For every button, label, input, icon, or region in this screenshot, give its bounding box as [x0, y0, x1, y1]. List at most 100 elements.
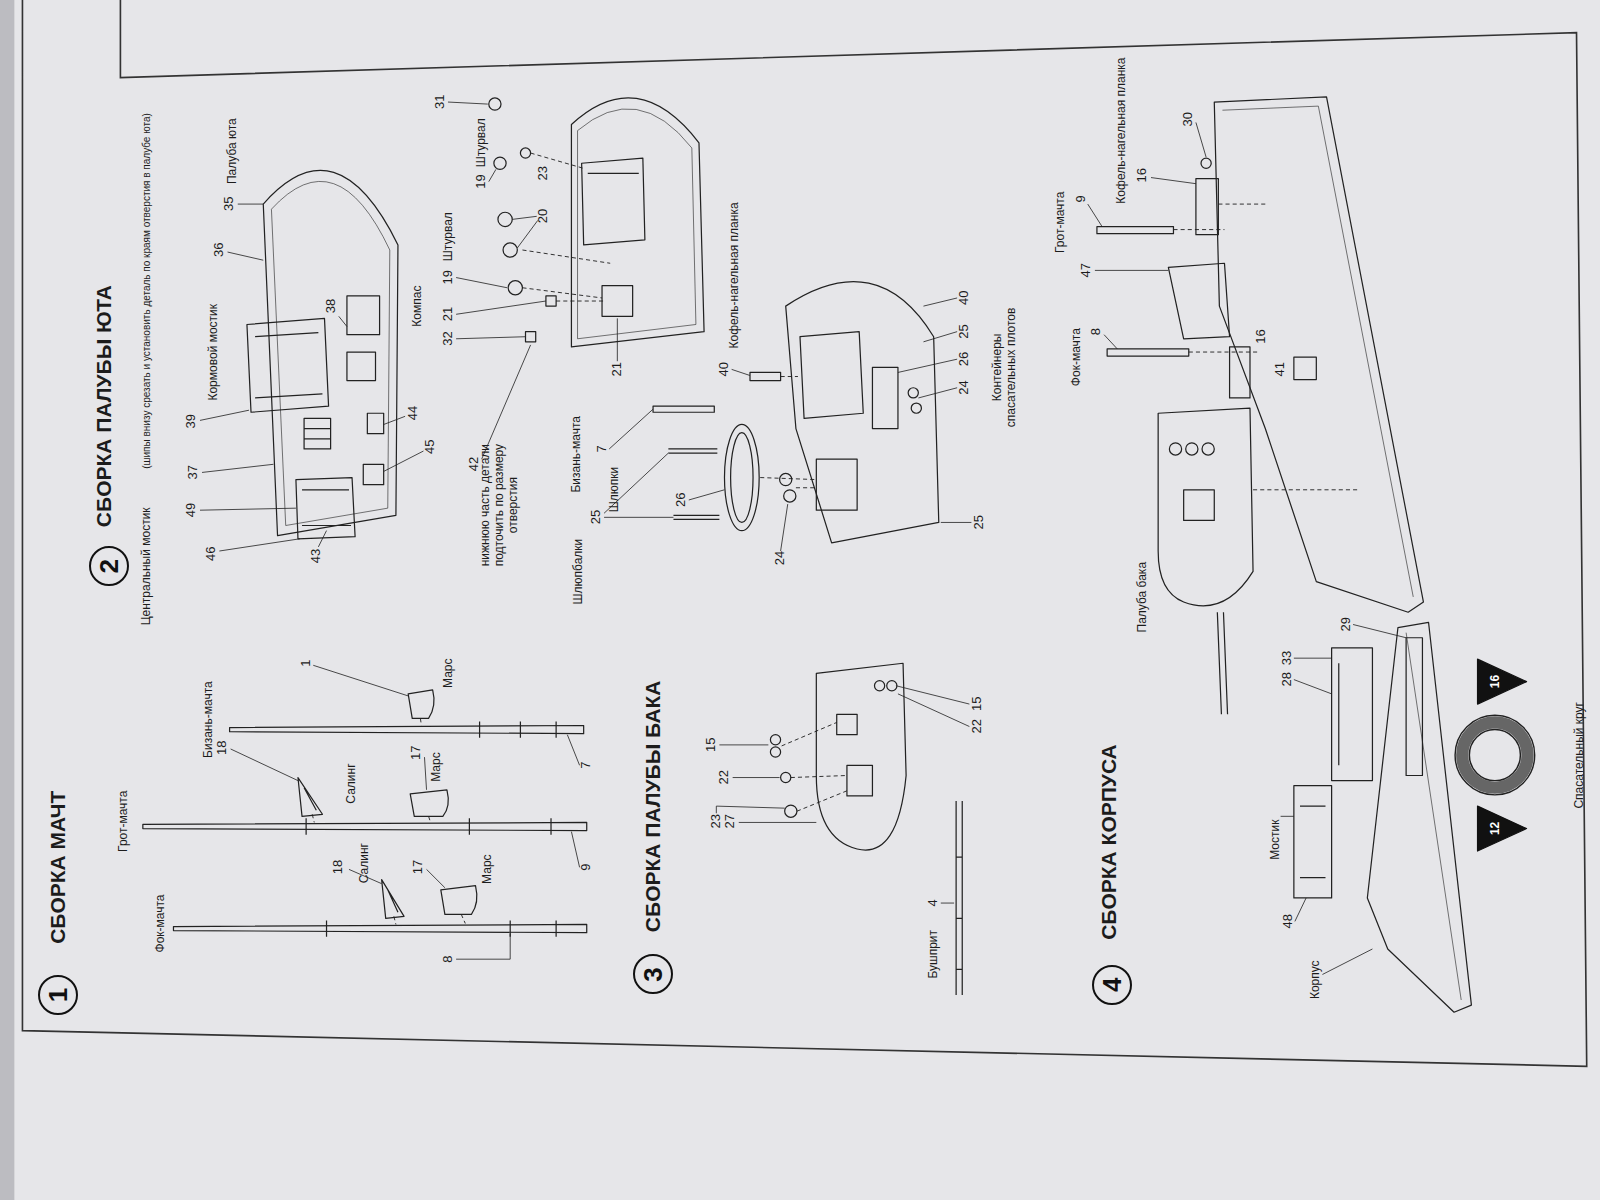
step-circle: 4 — [1092, 965, 1132, 1005]
part-name: Корпус — [1309, 960, 1323, 999]
callout-number: 46 — [204, 547, 219, 561]
step-circle: 2 — [89, 546, 129, 586]
part-drawing — [306, 721, 556, 936]
assembly-arrow — [1173, 204, 1357, 490]
part-name: Центральный мостик — [140, 507, 154, 625]
callout-number: 30 — [1181, 112, 1196, 126]
callout-number: 12 — [1489, 822, 1503, 835]
part-drawing — [724, 424, 759, 530]
part-drawing — [408, 690, 434, 719]
step-number: 1 — [45, 988, 71, 1002]
note-text: Контейнеры спасательных плотов — [991, 302, 1019, 432]
part-drawing — [508, 281, 522, 295]
part-drawing — [1332, 648, 1373, 781]
part-drawing — [578, 109, 696, 339]
part-drawing — [1184, 490, 1215, 521]
callout-number: 9 — [1074, 195, 1089, 202]
part-drawing — [271, 181, 389, 525]
callout-number: 25 — [957, 324, 972, 338]
callout-number: 38 — [324, 299, 339, 313]
leader-line — [231, 665, 445, 887]
part-drawing — [780, 473, 792, 485]
part-drawing — [1202, 443, 1214, 455]
part-name: Грот-мачта — [1054, 192, 1068, 253]
leader-line — [604, 369, 788, 551]
paper-ground — [14, 0, 1600, 1200]
callout-number: 40 — [957, 291, 972, 305]
part-drawing — [363, 413, 383, 484]
part-drawing — [1196, 179, 1218, 235]
part-name: Спасательный круг — [1573, 702, 1587, 809]
part-name: Бизань-мачта — [570, 416, 584, 493]
part-drawing — [143, 822, 587, 830]
part-name: Марс — [442, 658, 456, 687]
part-drawing — [263, 170, 398, 535]
part-name: Шлюпки — [608, 467, 622, 512]
part-drawing — [887, 681, 897, 691]
assembly-arrow — [522, 153, 610, 301]
callout-number: 1 — [299, 660, 314, 667]
callout-number: 9 — [579, 864, 594, 871]
part-drawing — [441, 886, 477, 915]
callout-number: 24 — [957, 380, 972, 394]
part-drawing — [786, 282, 939, 543]
part-name: Кофель-нагельная планка — [1115, 57, 1129, 203]
part-drawing — [770, 747, 780, 757]
assembly-arrow — [782, 722, 847, 811]
part-drawing — [1294, 786, 1332, 898]
assembly-arrow — [312, 718, 465, 924]
step-number: 3 — [640, 967, 666, 981]
part-drawing — [731, 433, 753, 523]
callout-number: 24 — [773, 551, 788, 565]
callout-number: 8 — [441, 955, 456, 962]
part-name: Штурвал — [442, 212, 456, 261]
note-text: (шипы внизу срезать и установить деталь … — [141, 113, 153, 469]
leader-line — [898, 298, 971, 522]
callout-number: 25 — [972, 515, 987, 529]
part-drawing — [304, 418, 331, 449]
part-drawing — [296, 478, 355, 539]
callout-number: 26 — [674, 493, 689, 507]
paper-ground — [0, 0, 14, 1200]
part-drawing — [582, 158, 645, 245]
callout-number: 19 — [474, 174, 489, 188]
part-drawing — [347, 296, 380, 381]
part-drawing — [1169, 443, 1181, 455]
callout-number: 21 — [441, 307, 456, 321]
part-drawing — [1158, 408, 1253, 606]
leader-line — [456, 735, 579, 959]
callout-number: 39 — [184, 414, 199, 428]
leader-line — [200, 102, 1406, 974]
part-drawing — [816, 367, 898, 510]
callout-number: 40 — [717, 362, 732, 376]
leader-line — [1088, 122, 1206, 349]
callout-number: 48 — [1281, 914, 1296, 928]
part-drawing — [494, 157, 506, 169]
part-drawing — [1406, 633, 1461, 1000]
part-name: Фок-мачта — [154, 894, 168, 952]
section-heading: СБОРКА КОРПУСА — [1097, 744, 1121, 940]
part-name: Палуба бака — [1136, 562, 1150, 633]
part-drawing — [571, 98, 704, 347]
part-drawing — [1469, 730, 1520, 781]
callout-number: 16 — [1254, 329, 1269, 343]
section-heading: СБОРКА ПАЛУБЫ ЮТА — [92, 285, 116, 527]
assembly-arrow — [760, 377, 816, 488]
part-drawing — [1406, 638, 1422, 776]
leader-line — [318, 316, 423, 547]
step-circle: 3 — [633, 954, 673, 994]
part-drawing — [1462, 722, 1527, 787]
callout-number: 35 — [222, 197, 237, 211]
part-drawing — [816, 663, 906, 850]
step-number: 2 — [96, 559, 122, 573]
assembly-arrow — [312, 153, 1357, 924]
part-drawing — [526, 296, 557, 342]
leader-line — [448, 102, 617, 459]
part-drawing — [653, 406, 714, 412]
part-drawing — [1214, 97, 1423, 612]
part-name: Салинг — [358, 843, 372, 883]
part-name: Салинг — [345, 763, 359, 803]
